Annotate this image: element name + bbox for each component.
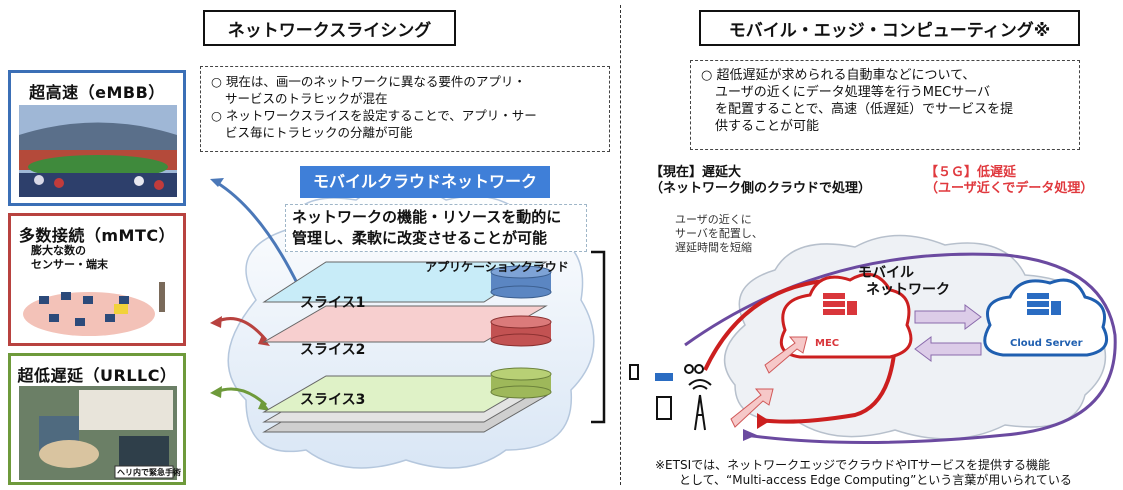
side-note-line1: ユーザの近くに [675, 213, 752, 226]
left-note-box: ○ 現在は、画一のネットワークに異なる要件のアプリ・ サービスのトラヒックが混在… [200, 66, 610, 152]
slice-databases [490, 265, 552, 399]
mobile-cloud-diagram [210, 178, 606, 469]
left-title: ネットワークスライシング [227, 20, 432, 41]
footnote-line1: ※ETSIでは、ネットワークエッジでクラウドやITサービスを提供する機能 [655, 458, 1050, 472]
left-note-line2: サービスのトラヒックが混在 [225, 91, 388, 106]
footnote: ※ETSIでは、ネットワークエッジでクラウドやITサービスを提供する機能 として… [655, 458, 1072, 488]
current-line1: 【現在】遅延大 [650, 165, 742, 180]
urllc-caption: ヘリ内で緊急手術 [117, 468, 181, 477]
right-note-line4: 供することが可能 [715, 119, 820, 134]
surgery-image [19, 386, 177, 480]
right-note-line2: ユーザの近くにデータ処理等を行うMECサーバ [715, 85, 991, 100]
embb-box: 超高速（eMBB） [8, 70, 186, 206]
mobile-network-line2: ネットワーク [866, 282, 950, 298]
cloud-server-icon [1027, 293, 1061, 315]
mmtc-label: 多数接続（mMTC） [18, 226, 176, 245]
mec-cloud [779, 272, 913, 359]
mec-server-icon [823, 293, 857, 315]
devices [629, 364, 712, 431]
slice2-label: スライス2 [300, 342, 366, 358]
stadium-image [19, 105, 177, 197]
mobile-network-line1: モバイル [858, 265, 914, 281]
sensor-devices-image [23, 282, 165, 336]
cloud-server-label: Cloud Server [1010, 338, 1083, 349]
slice-layers [262, 261, 548, 433]
sync-arrows [914, 304, 982, 362]
right-note-line1: ○ 超低遅延が求められる自動車などについて、 [701, 68, 976, 83]
mcn-desc-line2: 管理し、柔軟に改変させることが可能 [292, 229, 548, 247]
footnote-line2: として、“Multi-access Edge Computing”という言葉が用… [679, 473, 1072, 487]
left-title-box: ネットワークスライシング [203, 10, 456, 46]
mcn-label: モバイルクラウドネットワーク [300, 166, 550, 198]
urllc-label: 超低遅延（URLLC） [17, 366, 177, 385]
slice1-label: スライス1 [300, 295, 366, 311]
app-cloud-bracket [591, 250, 606, 424]
fiveg-line1: 【５Ｇ】低遅延 [925, 165, 1017, 180]
mmtc-caption: 膨大な数の センサー・端末 [31, 244, 108, 272]
right-note-line3: を配置することで、高速（低遅延）でサービスを提 [715, 102, 1014, 117]
app-cloud-label: アプリケーションクラウド [425, 260, 569, 274]
mmtc-caption-line1: 膨大な数の [31, 244, 86, 257]
slice3-label: スライス3 [300, 392, 366, 408]
mmtc-caption-line2: センサー・端末 [31, 258, 108, 271]
mcn-desc: ネットワークの機能・リソースを動的に 管理し、柔軟に改変させることが可能 [285, 204, 587, 252]
left-note-line1: ○ 現在は、画一のネットワークに異なる要件のアプリ・ [211, 74, 526, 89]
panel-divider [620, 5, 621, 485]
right-title: モバイル・エッジ・コンピューティング※ [728, 20, 1051, 41]
mcn-desc-line1: ネットワークの機能・リソースを動的に [292, 208, 562, 226]
mec-label: MEC [815, 338, 840, 349]
mec-diagram [629, 234, 1117, 444]
side-note-line2: サーバを配置し、 [675, 227, 763, 240]
mobile-network-label: モバイル ネットワーク [858, 265, 950, 299]
fiveg-line2: （ユーザ近くでデータ処理） [925, 181, 1094, 196]
cloud-server-shape [983, 278, 1108, 357]
urllc-box: 超低遅延（URLLC） ヘリ内で緊急手術 [8, 353, 186, 485]
right-note-box: ○ 超低遅延が求められる自動車などについて、 ユーザの近くにデータ処理等を行うM… [690, 60, 1080, 150]
cloud-path-loop [684, 252, 1117, 444]
current-label: 【現在】遅延大 （ネットワーク側のクラウドで処理） [650, 165, 871, 197]
embb-label: 超高速（eMBB） [29, 83, 165, 102]
current-line2: （ネットワーク側のクラウドで処理） [650, 181, 872, 196]
mmtc-box: 多数接続（mMTC） 膨大な数の センサー・端末 [8, 213, 186, 346]
fiveg-label: 【５Ｇ】低遅延 （ユーザ近くでデータ処理） [925, 165, 1093, 197]
side-note-line3: 遅延時間を短縮 [675, 241, 752, 254]
left-note-line4: ビス毎にトラヒックの分離が可能 [225, 125, 413, 140]
left-note-line3: ○ ネットワークスライスを設定することで、アプリ・サー [211, 108, 537, 123]
device-arrows [730, 336, 808, 428]
side-note: ユーザの近くに サーバを配置し、 遅延時間を短縮 [675, 213, 763, 255]
right-title-box: モバイル・エッジ・コンピューティング※ [699, 10, 1080, 46]
